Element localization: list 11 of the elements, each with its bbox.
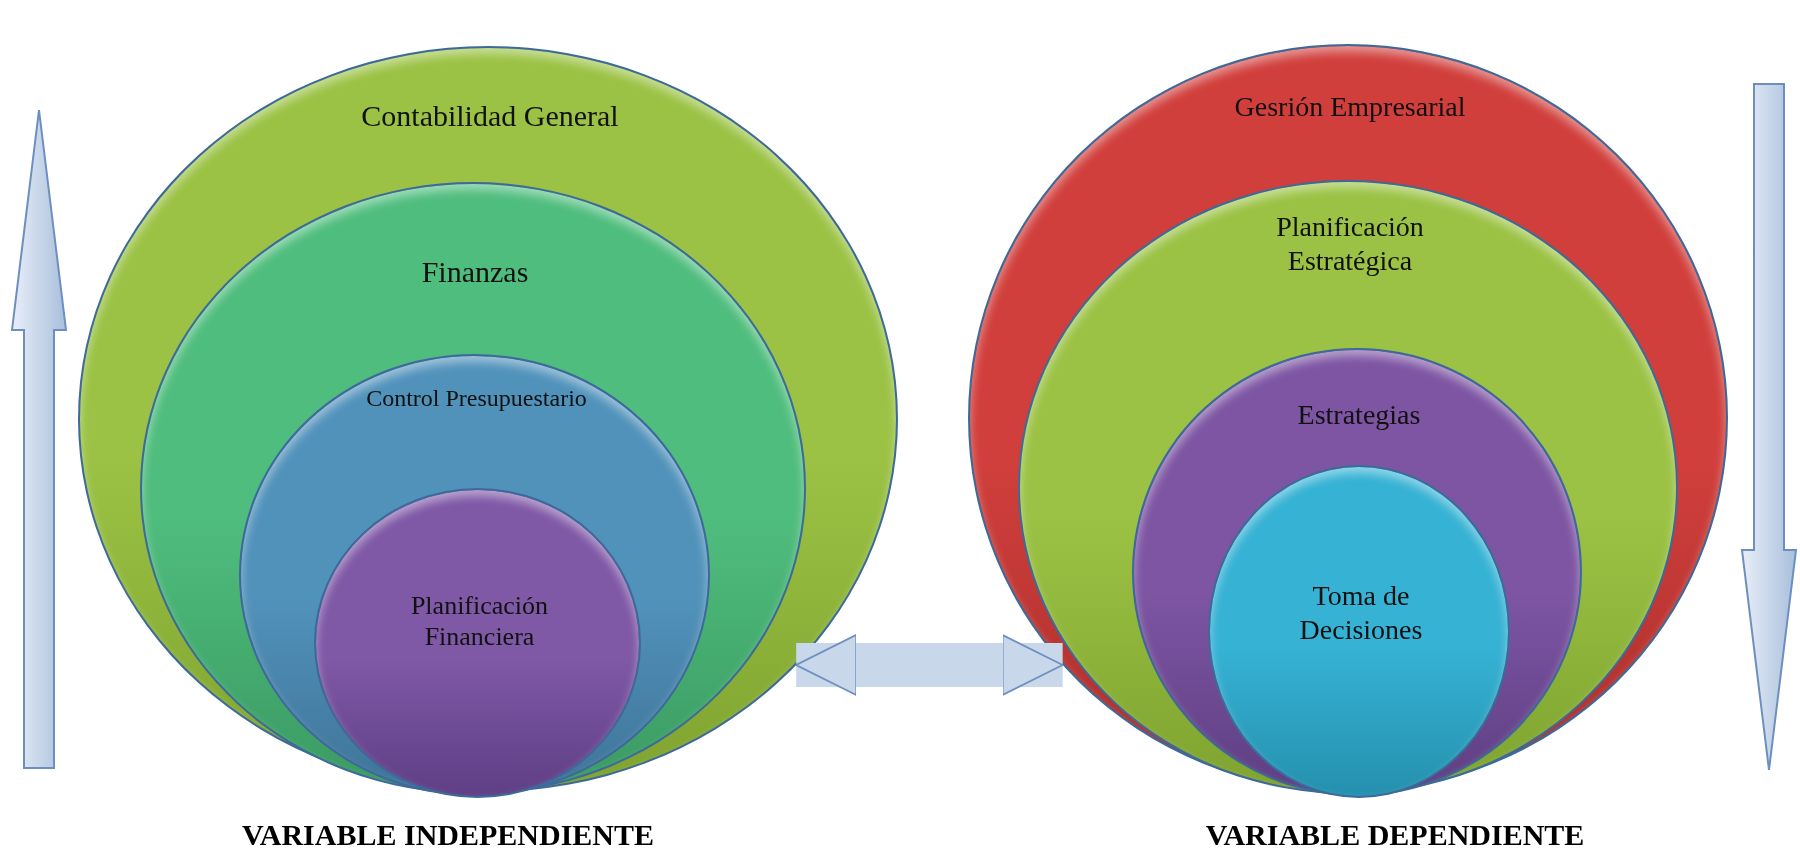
circle-label: Estrategias: [1296, 398, 1422, 432]
variable-caption: VARIABLE INDEPENDIENTE: [242, 818, 654, 852]
variable-caption: VARIABLE DEPENDIENTE: [1205, 818, 1585, 852]
circle-label: Planificación Financiera: [409, 590, 550, 653]
circle-label: Finanzas: [420, 254, 530, 290]
circle-label: Toma de Decisiones: [1298, 579, 1424, 647]
circle-label: Gesrión Empresarial: [1233, 90, 1467, 124]
circle-label: Planificación Estratégica: [1275, 210, 1425, 278]
circle-label: Control Presupuestario: [365, 384, 588, 413]
double-arrow: [795, 634, 1064, 696]
circle-label: Contabilidad General: [360, 98, 620, 134]
